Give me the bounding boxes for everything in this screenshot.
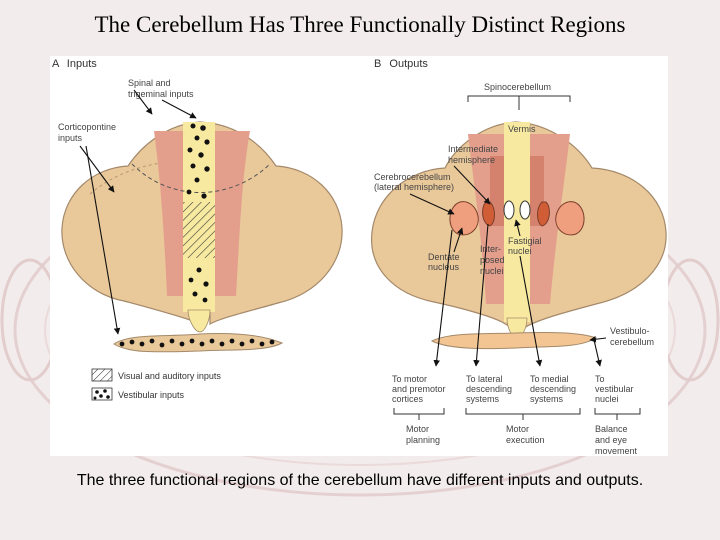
label-interposed-3: nuclei xyxy=(480,266,504,276)
function-balance-3: movement xyxy=(595,446,638,456)
label-cerebrocerebellum-1: Cerebrocerebellum xyxy=(374,172,451,182)
function-balance-1: Balance xyxy=(595,424,628,434)
cerebellum-figure: A Inputs xyxy=(50,56,668,456)
target-medial-2: descending xyxy=(530,384,576,394)
target-lateral-3: systems xyxy=(466,394,500,404)
target-motor-cortex-2: and premotor xyxy=(392,384,446,394)
function-labels: Motor planning Motor execution Balance a… xyxy=(406,424,638,456)
target-vestibular-1: To xyxy=(595,374,605,384)
target-lateral-1: To lateral xyxy=(466,374,503,384)
target-lateral-2: descending xyxy=(466,384,512,394)
legend-hatch-swatch xyxy=(91,368,113,382)
interposed-nucleus-right xyxy=(537,201,550,227)
panel-b: B Outputs Spinocerebellum Vermis Interme… xyxy=(371,58,667,456)
target-medial-3: systems xyxy=(530,394,564,404)
panel-a-arrows xyxy=(79,89,197,335)
label-fastigial-2: nuclei xyxy=(508,246,532,256)
label-spinal-inputs-1: Spinal and xyxy=(128,78,171,88)
label-vermis: Vermis xyxy=(508,124,536,134)
label-corticopontine-1: Corticopontine xyxy=(58,122,116,132)
label-spinocerebellum: Spinocerebellum xyxy=(484,82,551,92)
label-dentate-2: nucleus xyxy=(428,262,460,272)
target-motor-cortex-1: To motor xyxy=(392,374,427,384)
slide-title: The Cerebellum Has Three Functionally Di… xyxy=(94,12,626,37)
panel-a-title: Inputs xyxy=(67,58,97,70)
target-labels: To motor and premotor cortices To latera… xyxy=(392,374,634,404)
target-vestibular-3: nuclei xyxy=(595,394,619,404)
function-motor-execution-2: execution xyxy=(506,435,545,445)
label-intermediate-1: Intermediate xyxy=(448,144,498,154)
figure-caption: The three functional regions of the cere… xyxy=(76,472,644,489)
label-vestibulo-1: Vestibulo- xyxy=(610,326,650,336)
function-motor-planning-2: planning xyxy=(406,435,440,445)
panel-b-flocculus xyxy=(430,332,598,350)
target-motor-cortex-3: cortices xyxy=(392,394,424,404)
panel-a: A Inputs xyxy=(52,58,343,401)
label-cerebrocerebellum-2: (lateral hemisphere) xyxy=(374,182,454,192)
fastigial-nucleus-right xyxy=(519,200,531,220)
label-spinal-inputs-2: trigeminal inputs xyxy=(128,89,194,99)
svg-text:A Inputs: A Inputs xyxy=(52,58,97,70)
interposed-nucleus-left xyxy=(482,201,495,227)
dentate-nucleus-right xyxy=(555,201,585,236)
label-interposed-2: posed xyxy=(480,255,505,265)
panel-a-flocculus xyxy=(113,332,284,353)
label-intermediate-2: hemisphere xyxy=(448,155,495,165)
label-fastigial-1: Fastigial xyxy=(508,236,542,246)
function-balance-2: and eye xyxy=(595,435,627,445)
target-vestibular-2: vestibular xyxy=(595,384,634,394)
panel-a-letter: A xyxy=(52,58,60,70)
svg-text:B Outputs: B Outputs xyxy=(374,58,428,70)
panel-a-input-dots xyxy=(186,123,210,303)
function-motor-execution-1: Motor xyxy=(506,424,529,434)
label-interposed-1: Inter- xyxy=(480,244,501,254)
label-vestibulo-2: cerebellum xyxy=(610,337,654,347)
legend-visual-auditory: Visual and auditory inputs xyxy=(118,371,221,381)
legend-vestibular: Vestibular inputs xyxy=(118,390,185,400)
label-corticopontine-2: inputs xyxy=(58,133,83,143)
dentate-nucleus-left xyxy=(449,201,479,236)
panel-b-title: Outputs xyxy=(389,58,428,70)
panel-b-arrows xyxy=(409,165,607,367)
target-medial-1: To medial xyxy=(530,374,569,384)
label-dentate-1: Dentate xyxy=(428,252,460,262)
fastigial-nucleus-left xyxy=(503,200,515,220)
panel-b-letter: B xyxy=(374,58,381,70)
function-brackets xyxy=(393,408,641,420)
function-motor-planning-1: Motor xyxy=(406,424,429,434)
panel-a-hatched-region xyxy=(183,202,215,258)
